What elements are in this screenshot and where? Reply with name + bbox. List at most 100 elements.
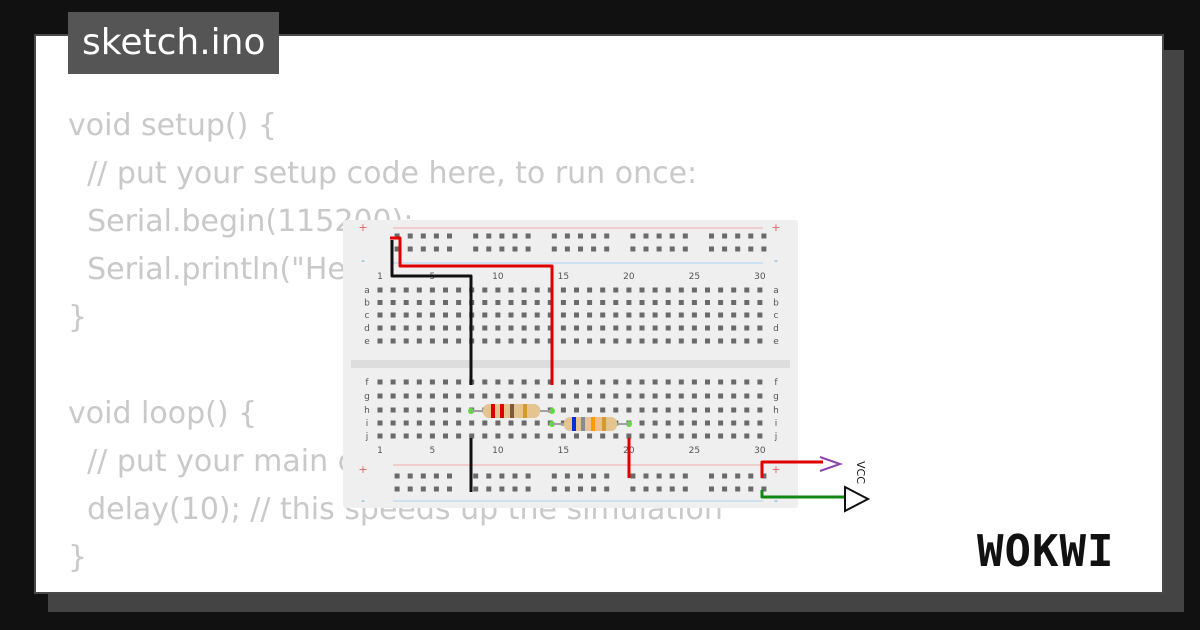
hole[interactable] (443, 379, 448, 385)
rail-hole[interactable] (578, 233, 583, 239)
hole[interactable] (757, 287, 763, 293)
rail-hole[interactable] (643, 246, 649, 252)
hole[interactable] (587, 287, 593, 293)
hole[interactable] (534, 338, 540, 344)
hole[interactable] (718, 407, 724, 413)
hole[interactable] (443, 312, 448, 318)
hole[interactable] (731, 312, 737, 318)
hole[interactable] (443, 338, 448, 344)
hole[interactable] (390, 407, 396, 413)
hole[interactable] (691, 287, 697, 293)
hole[interactable] (534, 300, 540, 305)
hole[interactable] (456, 312, 462, 318)
hole[interactable] (403, 420, 409, 426)
hole[interactable] (639, 393, 645, 399)
hole[interactable] (416, 300, 422, 305)
hole[interactable] (731, 287, 737, 293)
hole[interactable] (652, 300, 658, 305)
hole[interactable] (600, 379, 606, 385)
rail-hole[interactable] (407, 246, 413, 252)
rail-hole[interactable] (630, 486, 636, 492)
hole[interactable] (691, 420, 697, 426)
rail-hole[interactable] (420, 486, 426, 492)
hole[interactable] (691, 393, 697, 399)
hole[interactable] (613, 433, 619, 439)
rail-hole[interactable] (604, 246, 610, 252)
hole[interactable] (416, 407, 422, 413)
black-wire-1[interactable] (390, 240, 473, 385)
hole[interactable] (757, 325, 763, 331)
hole[interactable] (508, 300, 514, 305)
hole[interactable] (547, 393, 553, 399)
hole[interactable] (639, 379, 645, 385)
rail-hole[interactable] (656, 486, 662, 492)
hole[interactable] (482, 325, 488, 331)
rail-hole[interactable] (564, 246, 570, 252)
rail-hole[interactable] (761, 486, 767, 492)
hole[interactable] (390, 420, 396, 426)
hole[interactable] (429, 407, 435, 413)
hole[interactable] (639, 407, 645, 413)
rail-hole[interactable] (394, 486, 400, 492)
hole[interactable] (691, 407, 697, 413)
hole[interactable] (456, 300, 462, 305)
hole[interactable] (403, 312, 409, 318)
hole[interactable] (705, 433, 710, 439)
hole[interactable] (495, 300, 501, 305)
hole[interactable] (691, 300, 697, 305)
hole[interactable] (574, 300, 579, 305)
hole[interactable] (469, 420, 475, 426)
hole[interactable] (403, 287, 409, 293)
hole[interactable] (574, 325, 579, 331)
hole[interactable] (678, 287, 684, 293)
rail-hole[interactable] (473, 233, 479, 239)
rail-hole[interactable] (525, 233, 531, 239)
hole[interactable] (508, 325, 514, 331)
hole[interactable] (429, 433, 435, 439)
rail-hole[interactable] (709, 246, 714, 252)
rail-hole[interactable] (761, 246, 767, 252)
hole[interactable] (613, 393, 619, 399)
hole[interactable] (416, 420, 422, 426)
hole[interactable] (416, 312, 422, 318)
hole[interactable] (626, 300, 632, 305)
hole[interactable] (639, 338, 645, 344)
hole[interactable] (495, 287, 501, 293)
rail-hole[interactable] (578, 246, 583, 252)
hole[interactable] (429, 312, 435, 318)
hole[interactable] (718, 287, 724, 293)
rail-hole[interactable] (512, 473, 518, 479)
rail-hole[interactable] (473, 473, 479, 479)
rail-hole[interactable] (735, 486, 741, 492)
hole[interactable] (705, 325, 710, 331)
hole[interactable] (613, 379, 619, 385)
hole[interactable] (626, 433, 632, 439)
hole[interactable] (691, 325, 697, 331)
hole[interactable] (665, 287, 671, 293)
hole[interactable] (600, 407, 606, 413)
hole[interactable] (482, 379, 488, 385)
rail-hole[interactable] (564, 486, 570, 492)
rail-hole[interactable] (735, 473, 741, 479)
hole[interactable] (600, 300, 606, 305)
hole[interactable] (731, 407, 737, 413)
hole[interactable] (705, 407, 710, 413)
hole[interactable] (705, 287, 710, 293)
hole[interactable] (403, 338, 409, 344)
rail-hole[interactable] (709, 486, 714, 492)
rail-hole[interactable] (643, 473, 649, 479)
hole[interactable] (731, 393, 737, 399)
hole[interactable] (429, 325, 435, 331)
hole[interactable] (390, 300, 396, 305)
hole[interactable] (482, 420, 488, 426)
rail-hole[interactable] (761, 473, 767, 479)
rail-hole[interactable] (578, 473, 583, 479)
rail-hole[interactable] (722, 473, 728, 479)
rail-hole[interactable] (578, 486, 583, 492)
hole[interactable] (574, 312, 579, 318)
hole[interactable] (403, 393, 409, 399)
resistor-2[interactable] (552, 417, 629, 431)
hole[interactable] (731, 300, 737, 305)
rail-hole[interactable] (709, 473, 714, 479)
rail-hole[interactable] (709, 233, 714, 239)
